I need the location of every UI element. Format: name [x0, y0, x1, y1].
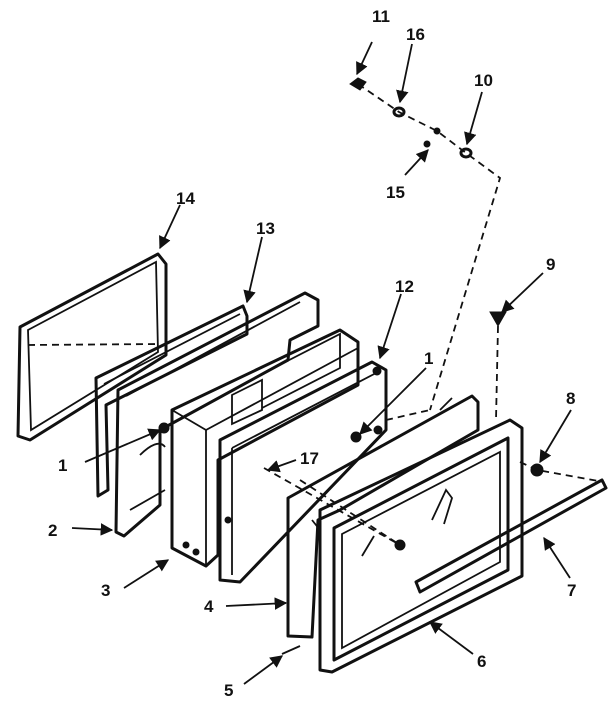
callout-9: 9	[546, 255, 555, 274]
callout-8-upper: 8	[566, 389, 575, 408]
assembly-lines	[27, 83, 605, 546]
leader-lines	[71, 41, 572, 685]
callout-15: 15	[386, 183, 405, 202]
callout-5: 5	[224, 681, 233, 700]
callout-16: 16	[406, 25, 425, 44]
callout-13: 13	[256, 219, 275, 238]
callout-4: 4	[204, 597, 214, 616]
callout-2: 2	[48, 521, 57, 540]
part-3-insulation	[170, 328, 360, 568]
callout-labels: 11 16 10 15 14 13 12 9 1 8 1 17 2 3 4 7 …	[48, 7, 576, 700]
callout-1-right: 1	[424, 349, 433, 368]
part-7-handle	[414, 478, 608, 594]
callout-10: 10	[474, 71, 493, 90]
callout-7: 7	[567, 581, 576, 600]
part-6-outer-frame	[318, 418, 524, 674]
part-14-inner-panel	[16, 252, 168, 442]
callout-14: 14	[176, 189, 195, 208]
callout-11: 11	[372, 7, 390, 26]
hardware-parts	[158, 77, 544, 655]
callout-12: 12	[395, 277, 414, 296]
callout-6: 6	[477, 652, 486, 671]
callout-1-left: 1	[58, 456, 67, 475]
callout-17: 17	[300, 449, 319, 468]
callout-3: 3	[101, 581, 110, 600]
part-17-baffle	[218, 360, 388, 584]
